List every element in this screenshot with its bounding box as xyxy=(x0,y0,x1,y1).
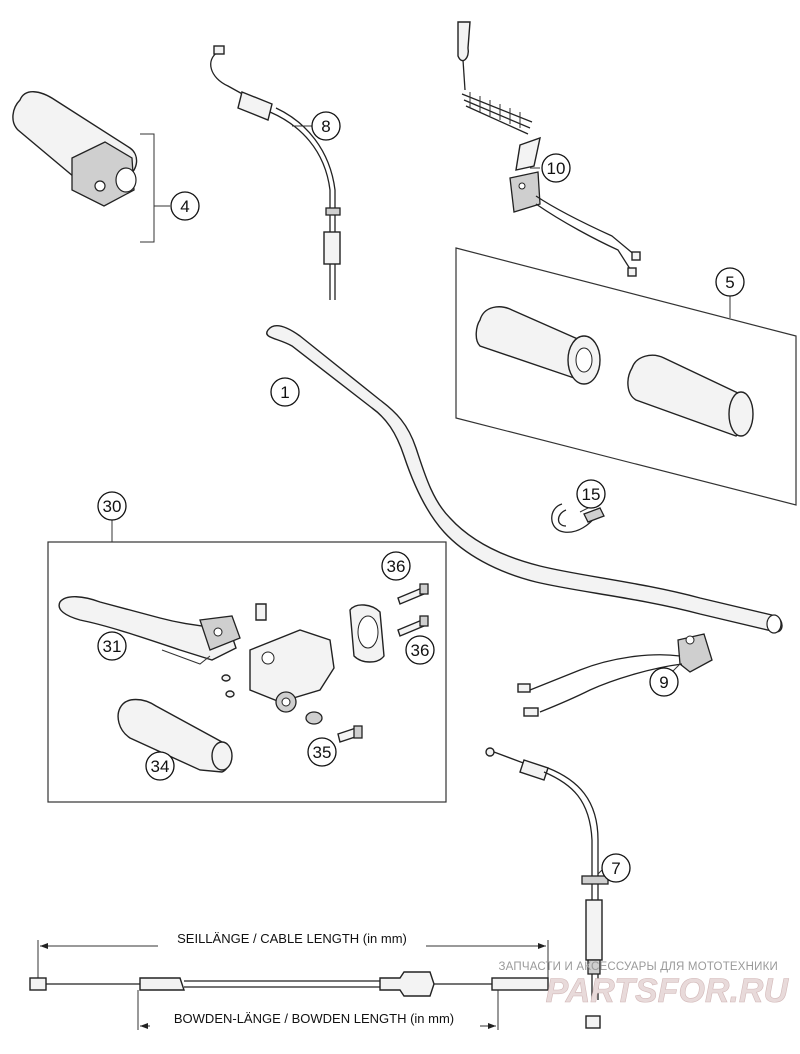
callout-34: 34 xyxy=(145,751,175,781)
svg-text:8: 8 xyxy=(321,117,330,136)
cable-tie xyxy=(551,503,605,533)
svg-text:7: 7 xyxy=(611,859,620,878)
svg-text:36: 36 xyxy=(387,557,406,576)
grip-set-panel xyxy=(455,247,797,506)
svg-text:1: 1 xyxy=(280,383,289,402)
callout-10: 10 xyxy=(541,153,571,183)
callout-30: 30 xyxy=(97,491,127,521)
callout-1: 1 xyxy=(270,377,300,407)
kill-switch-lanyard xyxy=(457,21,641,277)
callout-8: 8 xyxy=(311,111,341,141)
svg-text:9: 9 xyxy=(659,673,668,692)
svg-text:10: 10 xyxy=(547,159,566,178)
switch-wires xyxy=(517,633,713,717)
cable-length-label: SEILLÄNGE / CABLE LENGTH (in mm) xyxy=(177,931,407,946)
svg-text:4: 4 xyxy=(180,197,189,216)
watermark-subtitle: ЗАПЧАСТИ И АКСЕССУАРЫ ДЛЯ МОТОТЕХНИКИ xyxy=(498,961,778,973)
svg-text:15: 15 xyxy=(582,485,601,504)
svg-text:34: 34 xyxy=(151,757,170,776)
callout-31: 31 xyxy=(97,631,127,661)
callout-7: 7 xyxy=(601,853,631,883)
svg-text:30: 30 xyxy=(103,497,122,516)
callout-9: 9 xyxy=(649,667,679,697)
clutch-cable xyxy=(485,747,609,1029)
callout-15: 15 xyxy=(576,479,606,509)
svg-text:31: 31 xyxy=(103,637,122,656)
svg-text:35: 35 xyxy=(313,743,332,762)
watermark: ЗАПЧАСТИ И АКСЕССУАРЫ ДЛЯ МОТОТЕХНИКИ PA… xyxy=(498,961,789,1010)
callout-36-bottom: 36 xyxy=(405,635,435,665)
callout-36-top: 36 xyxy=(381,551,411,581)
clutch-lever-panel xyxy=(47,520,447,803)
callout-4: 4 xyxy=(170,191,200,221)
callout-5: 5 xyxy=(715,267,745,297)
watermark-logo: PARTSFOR.RU xyxy=(546,972,790,1010)
handlebar xyxy=(266,325,783,634)
throttle-grip-assembly xyxy=(12,91,155,243)
callout-35: 35 xyxy=(307,737,337,767)
svg-text:5: 5 xyxy=(725,273,734,292)
throttle-cable xyxy=(210,45,341,300)
bowden-length-label: BOWDEN-LÄNGE / BOWDEN LENGTH (in mm) xyxy=(174,1011,454,1026)
svg-text:36: 36 xyxy=(411,641,430,660)
